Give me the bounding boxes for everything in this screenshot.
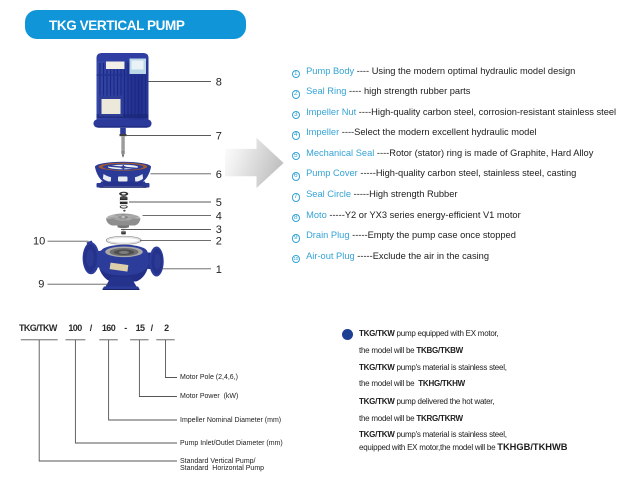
svg-text:5: 5	[216, 197, 222, 209]
svg-text:3: 3	[216, 224, 222, 236]
svg-text:/: /	[151, 323, 154, 333]
svg-text:4: 4	[216, 211, 222, 223]
svg-text:100: 100	[68, 323, 82, 333]
svg-text:2: 2	[216, 236, 222, 248]
svg-text:7: 7	[216, 130, 222, 142]
svg-text:1: 1	[216, 264, 222, 276]
svg-text:6: 6	[216, 169, 222, 181]
svg-text:8: 8	[216, 76, 222, 88]
svg-text:2: 2	[164, 323, 169, 333]
svg-text:160: 160	[102, 323, 116, 333]
svg-text:/: /	[90, 323, 93, 333]
svg-text:TKG/TKW: TKG/TKW	[19, 323, 58, 333]
svg-text:15: 15	[136, 323, 145, 333]
svg-text:10: 10	[33, 235, 45, 247]
svg-text:9: 9	[38, 279, 44, 291]
svg-text:-: -	[124, 323, 127, 333]
